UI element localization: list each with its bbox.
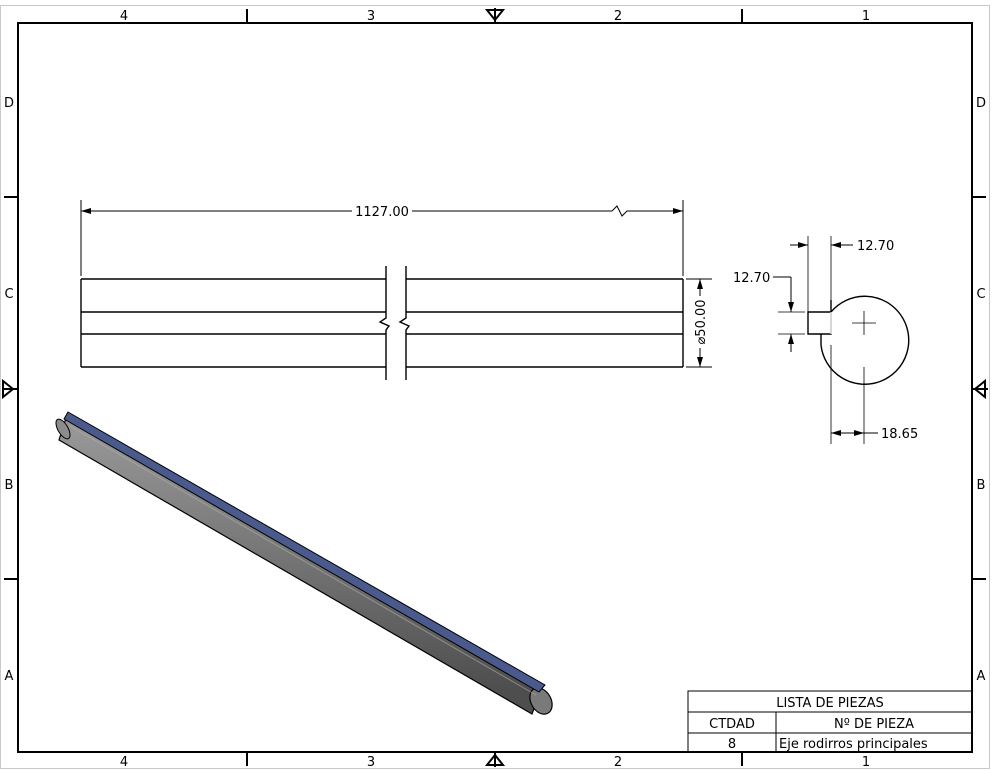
key-offset-dimension <box>831 430 878 436</box>
row-label-a-left: A <box>5 669 14 684</box>
col-label-3-top: 3 <box>367 9 375 24</box>
key-height-dimension <box>773 276 794 352</box>
sheet-edge <box>0 5 990 769</box>
diameter-dimension-text: ⌀50.00 <box>694 299 709 344</box>
length-dimension <box>80 200 684 276</box>
key-width-dimension <box>790 242 853 248</box>
front-view <box>80 266 684 380</box>
length-dimension-text: 1127.00 <box>355 205 409 220</box>
centering-marks <box>2 8 988 767</box>
parts-list-cell-qty: 8 <box>728 737 736 752</box>
row-label-d-left: D <box>4 96 14 111</box>
row-label-b-right: B <box>977 478 986 493</box>
diameter-dimension <box>686 278 712 368</box>
col-label-4-bottom: 4 <box>120 755 128 770</box>
row-label-c-right: C <box>976 287 985 302</box>
col-label-2-top: 2 <box>614 9 622 24</box>
parts-list-cell-name: Eje rodirros principales <box>779 737 928 752</box>
key-width-text: 12.70 <box>857 239 894 254</box>
key-offset-text: 18.65 <box>881 427 918 442</box>
col-label-2-bottom: 2 <box>614 755 622 770</box>
col-label-1-bottom: 1 <box>862 755 870 770</box>
parts-list-header-qty: CTDAD <box>709 717 755 732</box>
col-label-3-bottom: 3 <box>367 755 375 770</box>
row-label-d-right: D <box>976 96 986 111</box>
drawing-frame <box>17 22 973 753</box>
row-label-b-left: B <box>5 478 14 493</box>
section-centerlines <box>778 236 876 444</box>
row-label-a-right: A <box>977 669 986 684</box>
parts-list-title: LISTA DE PIEZAS <box>776 696 884 711</box>
parts-list-table <box>687 690 973 753</box>
col-label-1-top: 1 <box>862 9 870 24</box>
key-height-text: 12.70 <box>733 271 770 286</box>
row-label-c-left: C <box>4 287 13 302</box>
parts-list-header-part: Nº DE PIEZA <box>834 717 914 732</box>
zone-ticks <box>4 9 986 766</box>
col-label-4-top: 4 <box>120 9 128 24</box>
isometric-shaft <box>55 411 553 715</box>
section-view <box>807 295 910 385</box>
